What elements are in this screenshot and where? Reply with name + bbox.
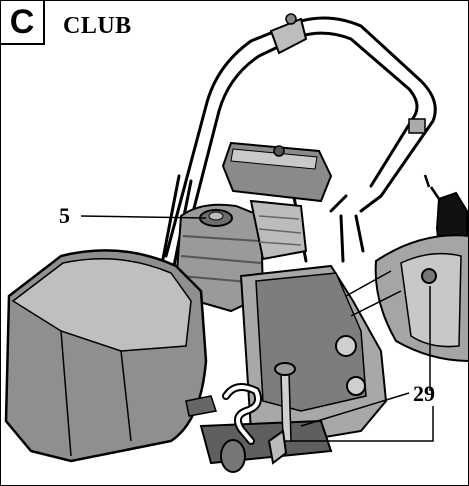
leader-line-5: [80, 215, 207, 219]
callout-29: 29: [413, 381, 435, 406]
handle-frame: [164, 16, 437, 258]
leader-line-29-mid: [300, 392, 410, 427]
section-letter: C: [9, 3, 35, 41]
section-letter-box: C: [1, 1, 45, 45]
callout-5: 5: [59, 203, 70, 228]
leader-line-29-bottom: [291, 406, 434, 442]
figure-title: CLUB: [63, 13, 132, 39]
